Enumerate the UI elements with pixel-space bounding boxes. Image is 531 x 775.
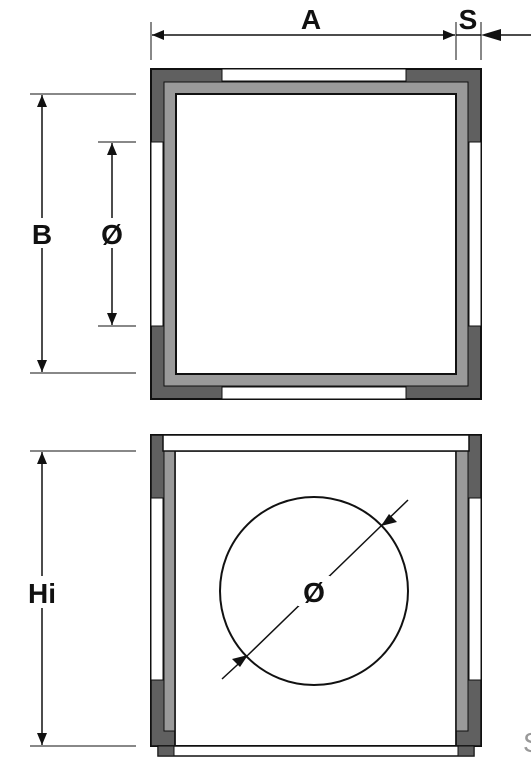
plan-slot-right: [468, 141, 482, 327]
dimension-s: S: [456, 4, 531, 41]
elevation-extension-lines: [30, 450, 136, 747]
dimension-hi: Hi: [20, 452, 66, 745]
label-hi: Hi: [28, 578, 56, 609]
dimension-b: B: [24, 95, 60, 372]
label-a: A: [301, 4, 321, 35]
plan-slot-top: [221, 68, 407, 82]
label-plan-diameter: Ø: [101, 219, 123, 250]
elevation-base: [157, 745, 475, 757]
elevation-slot-right: [468, 497, 482, 681]
plan-slot-bottom: [221, 386, 407, 400]
label-elevation-diameter: Ø: [303, 577, 325, 608]
dimension-a: A: [152, 4, 455, 40]
dimension-plan-diameter: Ø: [95, 143, 129, 325]
plan-inner-opening: [175, 93, 457, 375]
edge-fragment-label: S: [523, 727, 531, 758]
plan-slot-left: [150, 141, 164, 327]
plan-extension-lines: [30, 22, 482, 374]
dimension-elevation-diameter: Ø: [221, 499, 409, 680]
plan-view: [150, 68, 482, 400]
label-s: S: [459, 4, 478, 35]
label-b: B: [32, 219, 52, 250]
elevation-view: [150, 434, 482, 757]
elevation-slot-left: [150, 497, 164, 681]
